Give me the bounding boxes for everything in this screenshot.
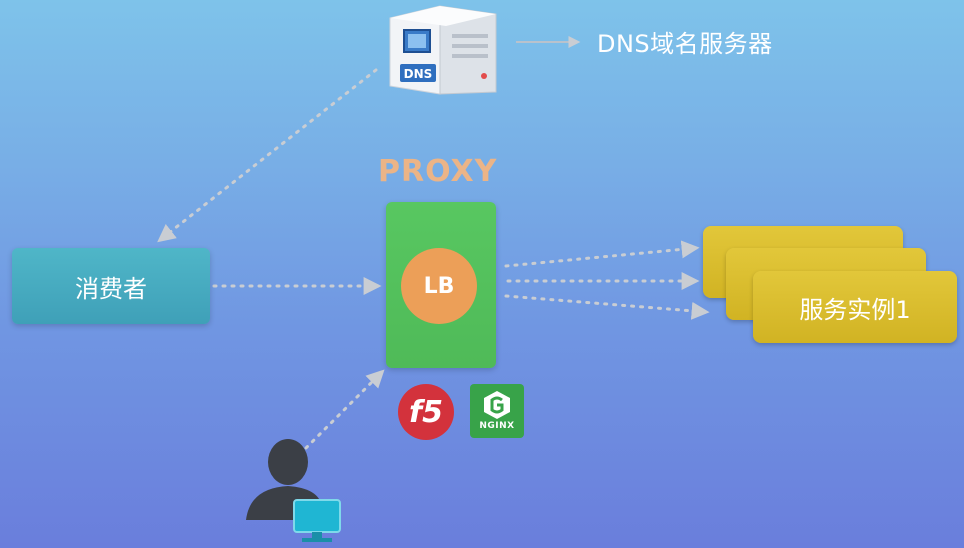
nginx-logo: NGINX: [470, 384, 524, 438]
service-instance-label: 服务实例1: [799, 295, 911, 324]
nginx-g-icon: [484, 391, 510, 419]
f5-logo: f5: [398, 384, 454, 440]
lb-label: LB: [423, 273, 455, 299]
edge-dns-to-consumer: [157, 68, 378, 243]
edge-user-to-proxy: [304, 369, 385, 450]
dns-server-label: DNS域名服务器: [597, 30, 773, 58]
dns-badge: DNS: [404, 67, 433, 81]
consumer-node: 消费者: [12, 248, 210, 324]
edge-lb-to-service-3: [504, 294, 710, 320]
edge-lb-to-service-1: [504, 240, 700, 268]
nginx-label: NGINX: [479, 421, 515, 431]
proxy-title: PROXY: [378, 154, 498, 189]
consumer-label: 消费者: [75, 274, 147, 303]
load-balancer-node: LB: [401, 248, 477, 324]
user-computer-icon: [246, 439, 341, 542]
server-icon: [389, 5, 497, 95]
service-instance-card-front: 服务实例1: [753, 271, 957, 343]
